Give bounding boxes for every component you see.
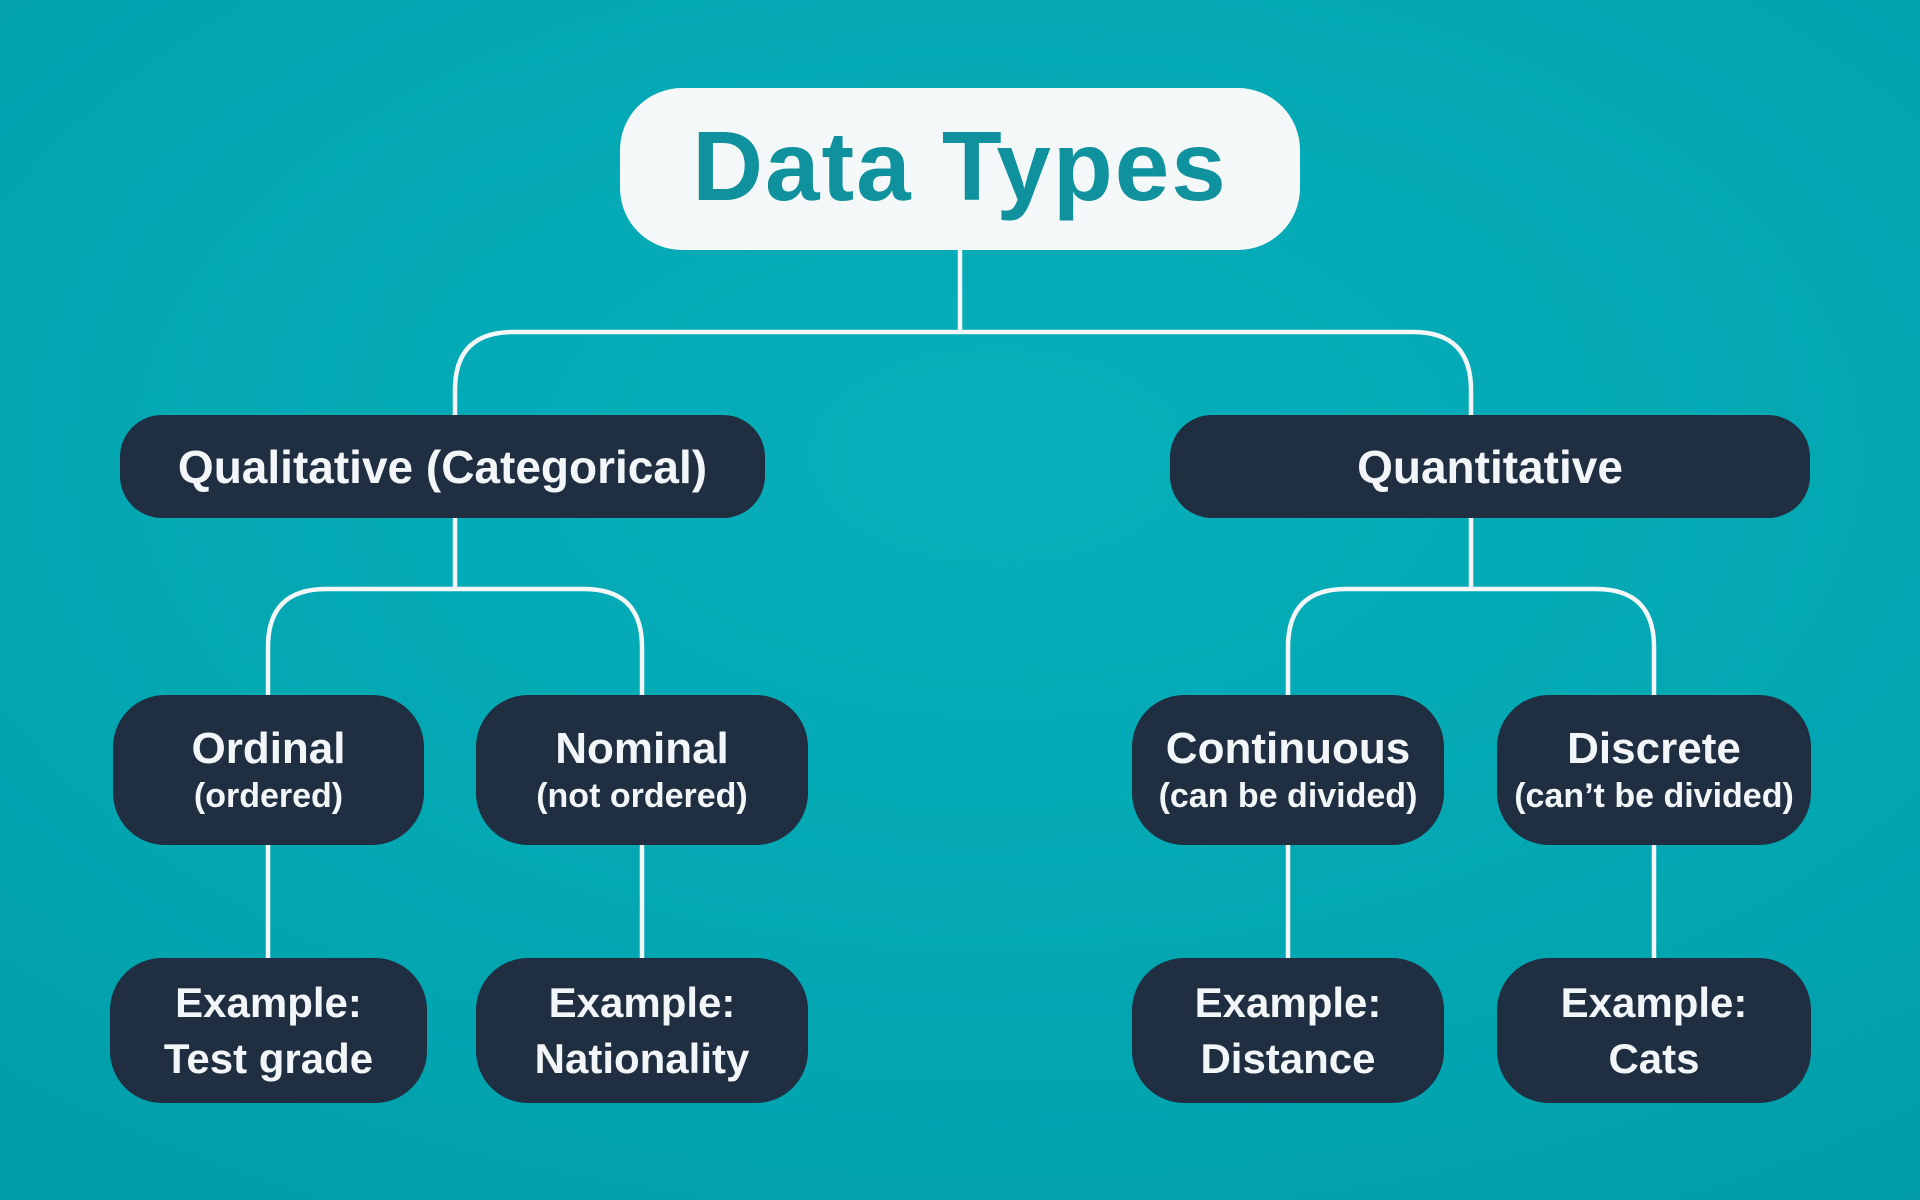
leaf-note: (can’t be divided) (1514, 776, 1794, 815)
leaf-node-continuous: Continuous (can be divided) (1132, 695, 1444, 845)
leaf-note: (ordered) (193, 776, 344, 815)
example-value: Test grade (163, 1034, 374, 1082)
leaf-note: (not ordered) (536, 776, 748, 815)
leaf-node-ordinal: Ordinal (ordered) (113, 695, 424, 845)
root-node-data-types: Data Types (620, 88, 1300, 250)
leaf-note: (can be divided) (1158, 776, 1418, 815)
example-node-test-grade: Example: Test grade (110, 958, 427, 1103)
example-node-nationality: Example: Nationality (476, 958, 808, 1103)
example-label: Example: (1560, 979, 1748, 1027)
connector-qualitative-rail (265, 586, 645, 696)
example-label: Example: (548, 979, 736, 1027)
example-label: Example: (175, 979, 362, 1027)
example-value: Distance (1200, 1034, 1376, 1082)
root-title: Data Types (692, 111, 1228, 221)
branch-node-qualitative: Qualitative (Categorical) (120, 415, 765, 518)
example-value: Nationality (534, 1034, 750, 1082)
branch-node-quantitative: Quantitative (1170, 415, 1810, 518)
leaf-name: Ordinal (191, 724, 346, 774)
leaf-name: Nominal (555, 724, 729, 774)
connector-quantitative-rail (1285, 586, 1657, 696)
example-value: Cats (1608, 1034, 1700, 1082)
branch-label: Quantitative (1357, 440, 1623, 493)
leaf-name: Discrete (1567, 724, 1741, 774)
example-node-distance: Example: Distance (1132, 958, 1444, 1103)
example-label: Example: (1194, 979, 1382, 1027)
leaf-node-discrete: Discrete (can’t be divided) (1497, 695, 1811, 845)
example-node-cats: Example: Cats (1497, 958, 1811, 1103)
leaf-node-nominal: Nominal (not ordered) (476, 695, 808, 845)
connector-level1-rail (452, 329, 1474, 416)
leaf-name: Continuous (1165, 724, 1411, 774)
branch-label: Qualitative (Categorical) (177, 440, 708, 493)
